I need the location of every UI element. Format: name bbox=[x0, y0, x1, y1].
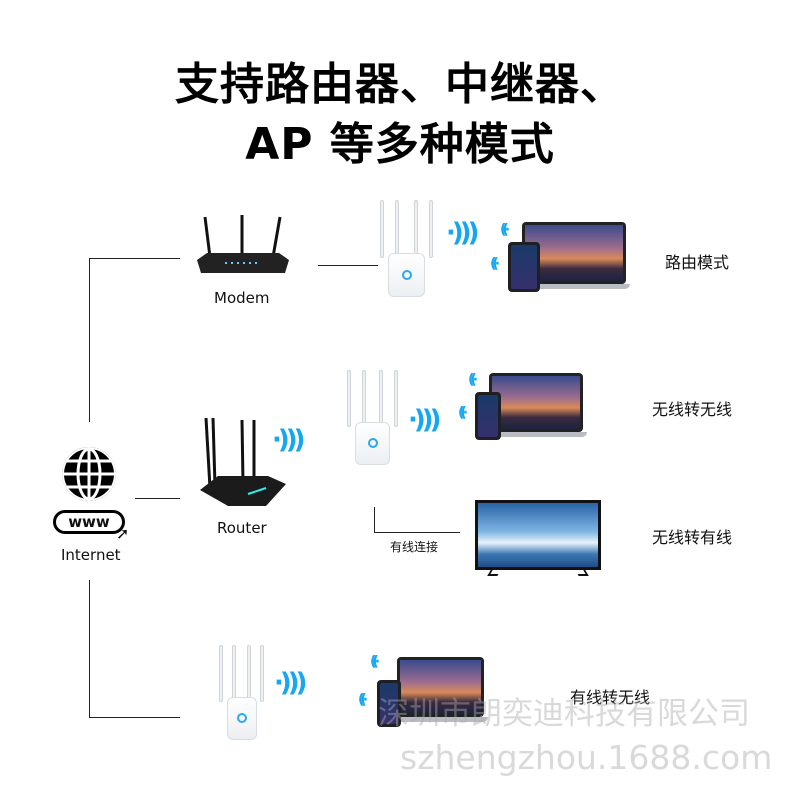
connector-line bbox=[318, 265, 378, 266]
www-badge: www bbox=[53, 510, 125, 534]
watermark-company: 深圳市朗奕迪科技有限公司 bbox=[378, 696, 750, 732]
wifi-icon: ((· bbox=[358, 692, 368, 708]
connector-line bbox=[135, 498, 180, 499]
mode-label-router: 路由模式 bbox=[665, 253, 730, 272]
wifi-icon: ((· bbox=[500, 222, 510, 238]
extender-image bbox=[345, 370, 400, 465]
wifi-waves-icon: ·))) bbox=[408, 405, 441, 435]
wifi-icon: ((· bbox=[370, 654, 380, 670]
wifi-waves-icon: ·))) bbox=[446, 218, 479, 248]
extender-image bbox=[218, 645, 266, 740]
mode-label-wireless-to-wireless: 无线转无线 bbox=[652, 400, 733, 419]
modem-image: ​ bbox=[195, 215, 290, 275]
wifi-icon: ((· bbox=[490, 256, 500, 272]
connector-line bbox=[89, 580, 90, 717]
wifi-waves-icon: ·))) bbox=[274, 668, 307, 698]
connector-line bbox=[89, 258, 180, 259]
mode-label-wireless-to-wired: 无线转有线 bbox=[652, 528, 733, 547]
phone-image bbox=[377, 680, 401, 727]
router-label: Router bbox=[217, 519, 267, 537]
phone-image bbox=[475, 392, 501, 440]
wifi-icon: ((· bbox=[468, 372, 478, 388]
modem-label: Modem bbox=[214, 289, 270, 307]
laptop-image bbox=[485, 373, 587, 440]
laptop-image bbox=[393, 657, 488, 725]
wired-connection-label: 有线连接 bbox=[390, 540, 439, 554]
extender-image bbox=[378, 200, 435, 297]
tv-image bbox=[475, 500, 601, 576]
globe-icon bbox=[60, 445, 118, 503]
connector-line bbox=[374, 532, 460, 533]
connector-line bbox=[89, 717, 180, 718]
phone-image bbox=[508, 242, 540, 292]
watermark-site: szhengzhou.1688.com bbox=[400, 738, 773, 777]
wifi-icon: ((· bbox=[458, 405, 468, 421]
router-image bbox=[198, 417, 288, 508]
connector-line bbox=[89, 258, 90, 422]
title-line-1: 支持路由器、中继器、 bbox=[175, 59, 625, 110]
mode-label-wired-to-wireless: 有线转无线 bbox=[570, 688, 651, 707]
connector-line bbox=[374, 507, 375, 532]
title-line-2: AP 等多种模式 bbox=[245, 119, 555, 170]
internet-label: Internet bbox=[61, 546, 121, 564]
wifi-waves-icon: ·))) bbox=[272, 425, 305, 455]
cursor-icon: ➚ bbox=[116, 524, 130, 543]
